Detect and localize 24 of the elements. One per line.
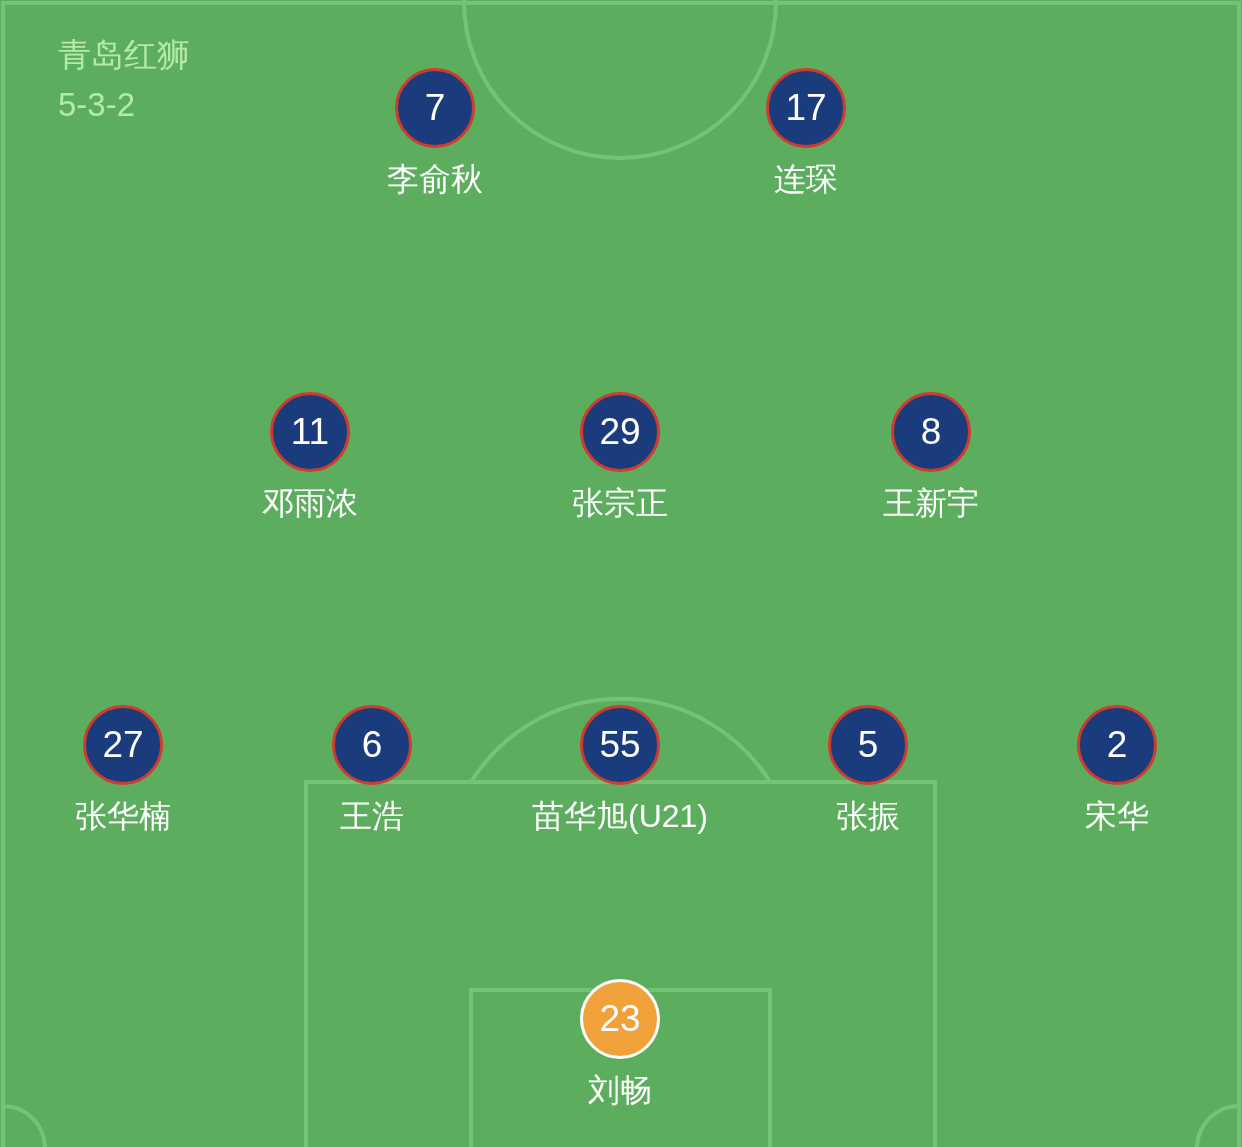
player-name: 宋华 <box>1085 797 1149 835</box>
player-marker: 55 <box>580 705 660 785</box>
player-name: 王浩 <box>340 797 404 835</box>
player-marker: 11 <box>270 392 350 472</box>
player-marker: 23 <box>580 979 660 1059</box>
player-name: 张宗正 <box>572 484 668 522</box>
player-name: 王新宇 <box>883 484 979 522</box>
player-name: 苗华旭(U21) <box>532 797 708 835</box>
player-name: 李俞秋 <box>387 160 483 198</box>
formation-label: 5-3-2 <box>58 86 136 124</box>
player-name: 张华楠 <box>75 797 171 835</box>
player-marker: 7 <box>395 68 475 148</box>
player-marker: 6 <box>332 705 412 785</box>
player-marker: 17 <box>766 68 846 148</box>
player-name: 刘畅 <box>588 1071 652 1109</box>
player-name: 连琛 <box>774 160 838 198</box>
player-marker: 2 <box>1077 705 1157 785</box>
player-name: 邓雨浓 <box>262 484 358 522</box>
player-marker: 27 <box>83 705 163 785</box>
player-marker: 29 <box>580 392 660 472</box>
team-name: 青岛红狮 <box>58 36 190 74</box>
player-marker: 5 <box>828 705 908 785</box>
player-marker: 8 <box>891 392 971 472</box>
player-name: 张振 <box>836 797 900 835</box>
